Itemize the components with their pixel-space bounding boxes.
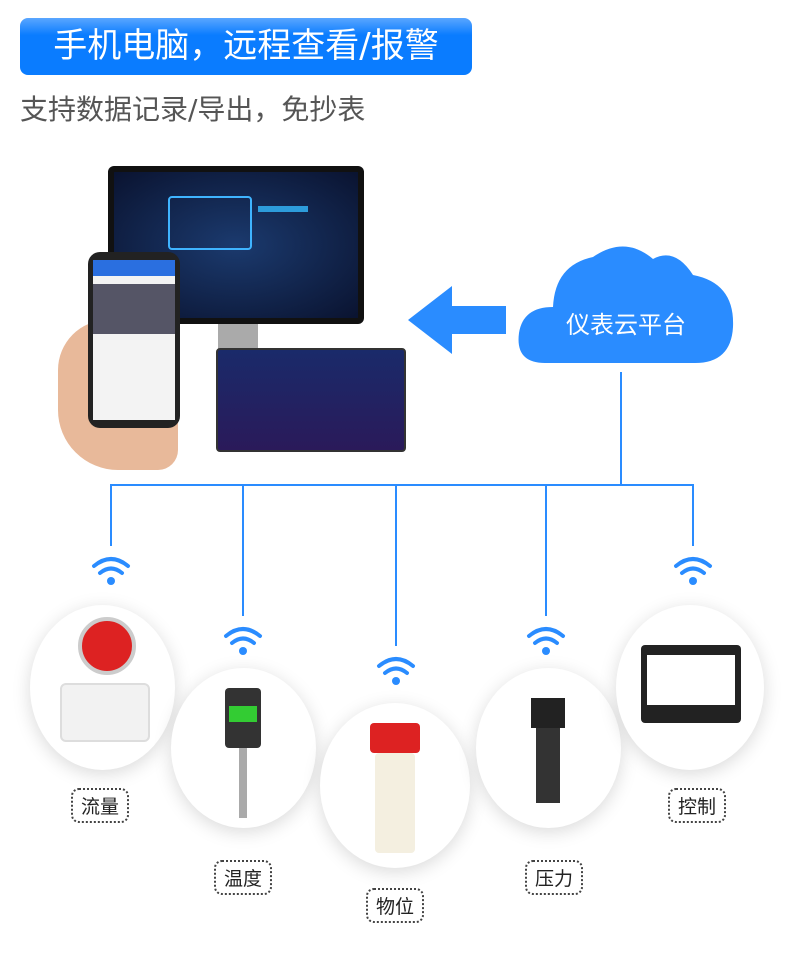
paperless-recorder-card xyxy=(616,605,764,770)
connector-line xyxy=(692,484,694,546)
connector-line xyxy=(110,484,694,486)
cloud-platform-label: 仪表云平台 xyxy=(566,311,686,339)
wifi-icon xyxy=(527,627,565,655)
temperature-transmitter-card xyxy=(171,668,316,828)
device-label-level: 物位 xyxy=(365,888,425,923)
wifi-icon xyxy=(92,557,130,585)
connector-line xyxy=(395,484,397,646)
wifi-icon xyxy=(224,627,262,655)
connector-line xyxy=(545,484,547,616)
device-label-flow: 流量 xyxy=(70,788,130,823)
headline-banner: 手机电脑，远程查看/报警 xyxy=(20,18,472,75)
monitor-stand xyxy=(218,324,258,350)
connector-line xyxy=(110,484,112,546)
smartphone xyxy=(88,252,180,428)
cloud-icon xyxy=(518,246,734,363)
flow-meter-card xyxy=(30,605,175,770)
connector-line xyxy=(242,484,244,616)
device-label-control: 控制 xyxy=(667,788,727,823)
connector-line xyxy=(620,372,622,485)
pressure-transmitter-card xyxy=(476,668,621,828)
arrow-left-icon xyxy=(408,286,506,354)
wifi-icon xyxy=(377,657,415,685)
subheadline: 支持数据记录/导出，免抄表 xyxy=(20,93,366,126)
dashboard-screen xyxy=(216,348,406,452)
level-meter-card xyxy=(320,703,470,868)
device-label-temperature: 温度 xyxy=(213,860,273,895)
wifi-icon xyxy=(674,557,712,585)
device-label-pressure: 压力 xyxy=(524,860,584,895)
